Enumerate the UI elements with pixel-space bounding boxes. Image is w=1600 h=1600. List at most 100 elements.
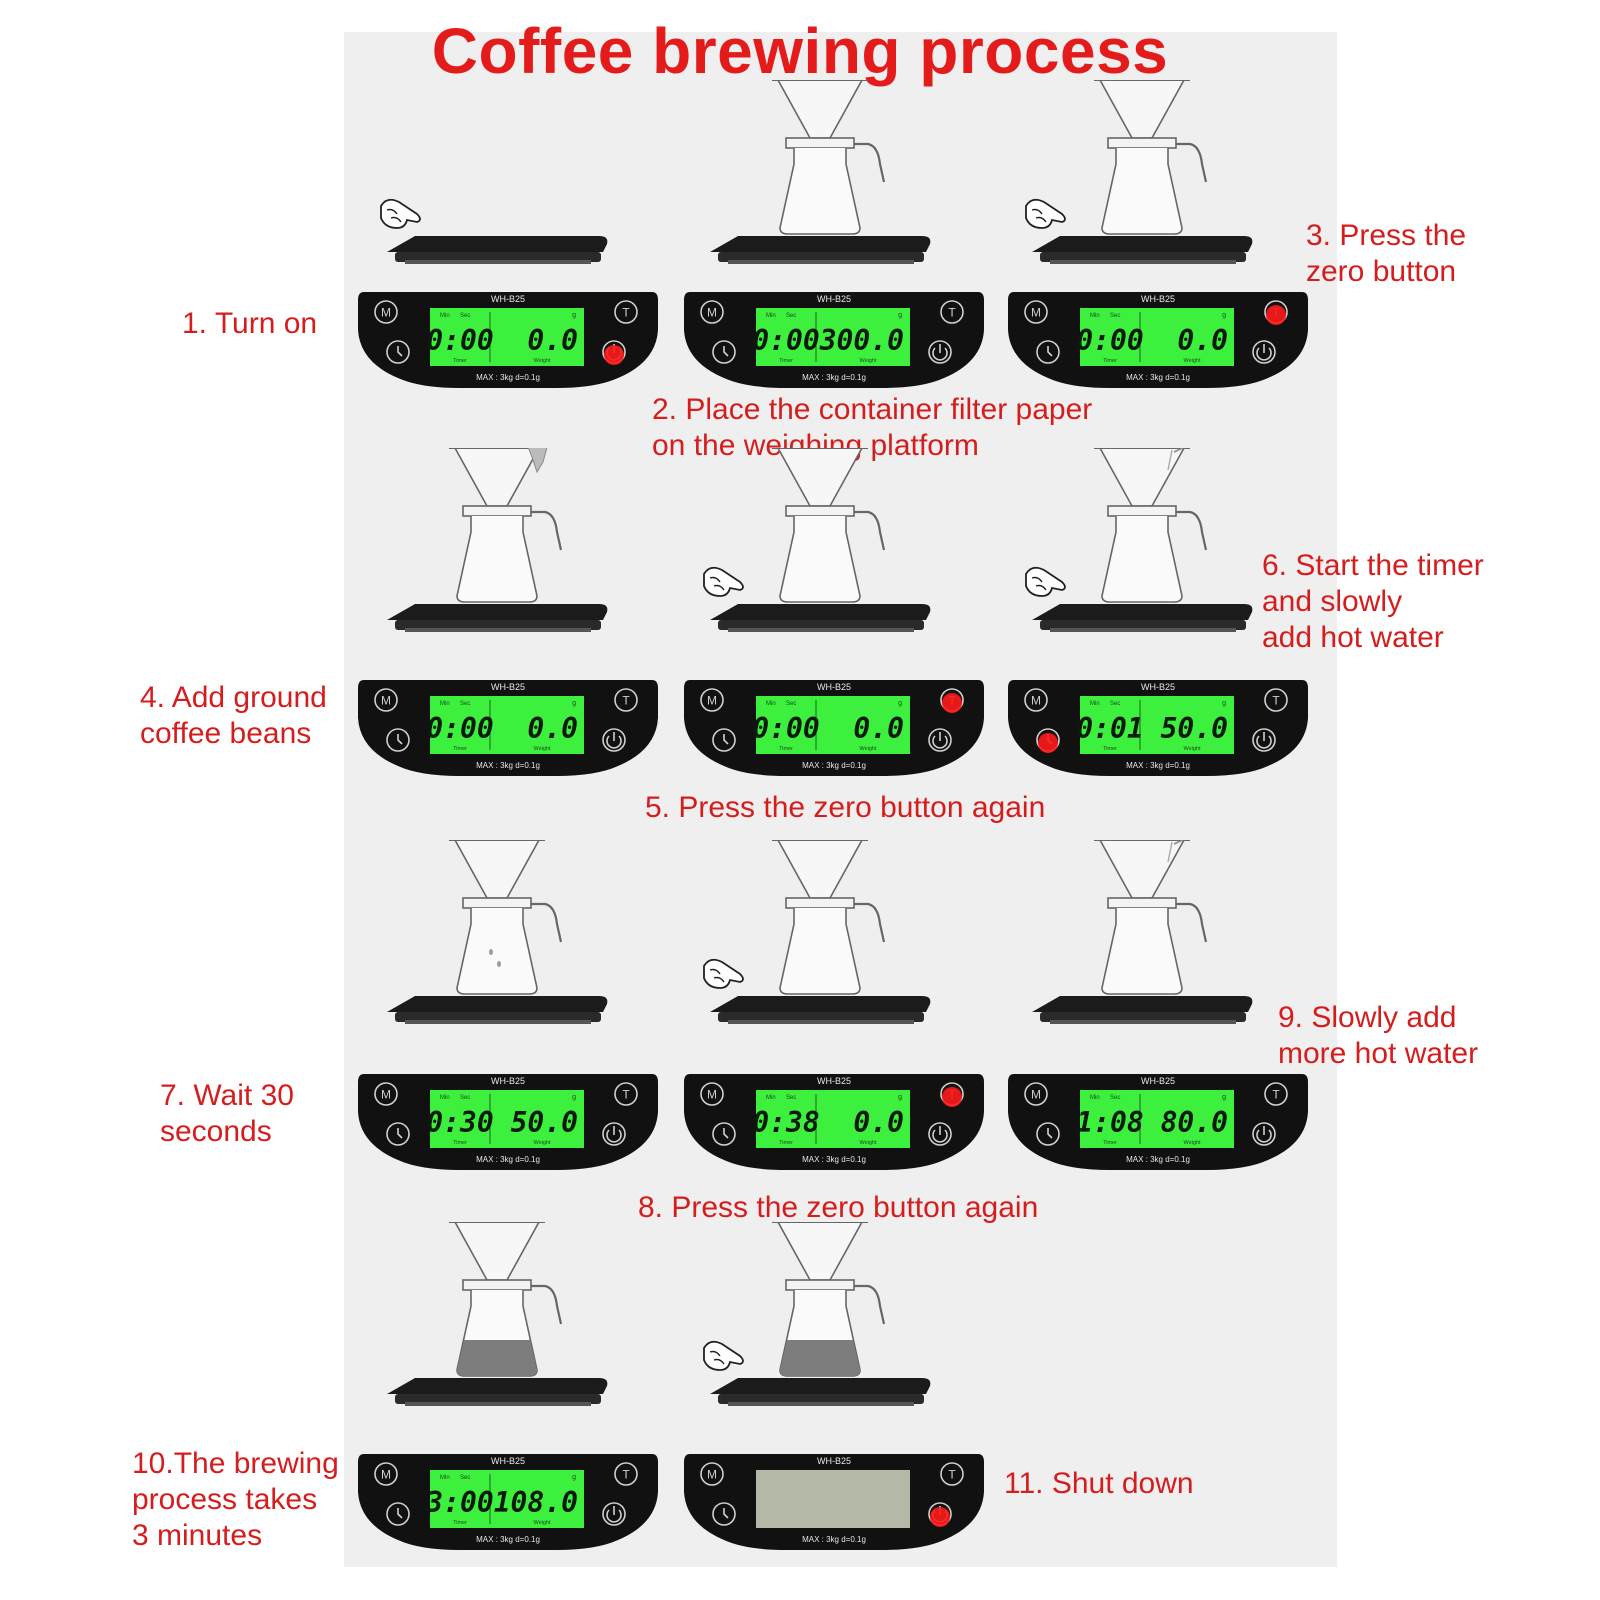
scale-shadow	[728, 1402, 914, 1406]
dripper-icon	[453, 839, 541, 899]
step-11-label: 11. Shut down	[1004, 1467, 1194, 1500]
mode-button	[700, 300, 724, 324]
drip-icon	[489, 949, 493, 955]
max-capacity-label: MAX : 3kg d=0.1g	[802, 1155, 866, 1164]
mode-button-glyph: M	[381, 1468, 391, 1482]
lcd-timer-label: Timer	[453, 1140, 467, 1146]
pointing-hand-icon	[703, 1340, 744, 1371]
mode-button	[1024, 688, 1048, 712]
lcd-min-label: Min	[440, 1095, 450, 1101]
mode-button-glyph: M	[381, 1088, 391, 1102]
scale-base	[395, 1012, 601, 1022]
clock-icon	[1047, 346, 1053, 357]
tare-button-glyph: T	[622, 1468, 630, 1482]
step-5-label: 5. Press the zero button again	[645, 791, 1046, 824]
brewed-coffee	[457, 1340, 537, 1376]
lcd-timer-label: Timer	[453, 358, 467, 364]
tare-button-glyph: T	[948, 1468, 956, 1482]
carafe-icon	[779, 908, 861, 995]
carafe-handle	[531, 510, 563, 551]
lcd-timer-readout: 0:00	[1076, 324, 1143, 357]
scale-base	[395, 620, 601, 630]
clock-icon	[397, 346, 403, 357]
water-stream	[1167, 841, 1173, 863]
mode-button-glyph: M	[1031, 1088, 1041, 1102]
scale-platform	[1032, 236, 1253, 252]
lcd-timer-readout: 0:30	[426, 1106, 493, 1139]
step-9-illustration	[1022, 825, 1322, 1050]
model-label: WH-B25	[1141, 294, 1175, 304]
mode-button-glyph: M	[707, 1468, 717, 1482]
lcd-weight-readout: 0.0	[853, 1106, 904, 1139]
lcd-unit-label: g	[898, 312, 902, 319]
clock-icon	[723, 1508, 729, 1519]
lcd-weight-readout: 0.0	[527, 712, 578, 745]
dripper-icon	[453, 1221, 541, 1281]
lcd-screen	[430, 308, 584, 366]
water-stream	[1167, 449, 1173, 471]
lcd-screen	[1080, 308, 1234, 366]
power-button	[602, 1122, 626, 1146]
scale-shadow	[728, 628, 914, 632]
dripper-icon	[776, 447, 864, 507]
lcd-unit-label: g	[898, 700, 902, 707]
timer-button	[386, 728, 410, 752]
carafe-icon	[779, 148, 861, 235]
lcd-timer-label: Timer	[453, 1520, 467, 1526]
scale-platform	[387, 604, 608, 620]
timer-button	[1036, 1122, 1060, 1146]
power-button	[928, 728, 952, 752]
power-button	[602, 1502, 626, 1526]
power-icon	[1256, 347, 1272, 361]
model-label: WH-B25	[491, 1076, 525, 1086]
lcd-screen	[1080, 1090, 1234, 1148]
carafe-collar	[785, 897, 855, 909]
mode-button	[374, 688, 398, 712]
carafe-handle	[854, 142, 886, 183]
power-button	[602, 728, 626, 752]
power-button	[928, 340, 952, 364]
carafe-collar	[1107, 505, 1177, 517]
step-6-label: 6. Start the timer and slowly add hot wa…	[1262, 549, 1484, 654]
model-label: WH-B25	[1141, 682, 1175, 692]
illustration-svg	[387, 1221, 608, 1406]
mode-button	[700, 1082, 724, 1106]
press-indicator	[942, 1087, 962, 1107]
lcd-min-label: Min	[1090, 701, 1100, 707]
lcd-min-label: Min	[1090, 1095, 1100, 1101]
pointing-hand-icon	[1025, 566, 1066, 597]
power-icon	[932, 735, 948, 749]
clock-icon	[1047, 1128, 1053, 1139]
max-capacity-label: MAX : 3kg d=0.1g	[802, 761, 866, 770]
illustration-svg	[380, 198, 608, 264]
press-indicator	[604, 345, 624, 365]
illustration-svg	[703, 839, 931, 1024]
mode-button	[374, 1082, 398, 1106]
lcd-screen	[430, 696, 584, 754]
scale-platform	[710, 1378, 931, 1394]
step-3-label: 3. Press the zero button	[1306, 219, 1467, 288]
carafe-icon	[779, 516, 861, 603]
carafe-collar	[462, 1279, 532, 1291]
carafe-collar	[462, 505, 532, 517]
step-7-label: 7. Wait 30 seconds	[160, 1079, 294, 1148]
carafe-icon	[1101, 908, 1183, 995]
dripper-icon	[453, 447, 541, 507]
step-4-illustration	[377, 439, 677, 658]
scale-shadow	[1050, 260, 1236, 264]
scale-platform	[710, 604, 931, 620]
lcd-timer-label: Timer	[779, 746, 793, 752]
lcd-weight-label: Weight	[533, 358, 550, 364]
scale-base	[718, 620, 924, 630]
carafe-collar	[785, 1279, 855, 1291]
max-capacity-label: MAX : 3kg d=0.1g	[476, 761, 540, 770]
power-icon	[606, 735, 622, 749]
